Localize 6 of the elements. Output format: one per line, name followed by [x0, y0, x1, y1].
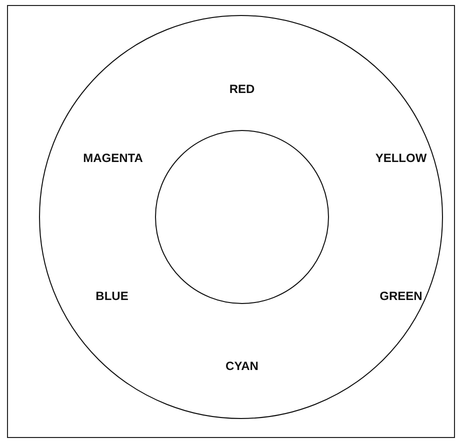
color-name: GREEN — [380, 288, 422, 305]
color-name: BLUE — [96, 288, 128, 305]
color-name: CYAN — [226, 358, 258, 375]
color-name: MAGENTA — [83, 150, 143, 167]
color-name: YELLOW — [375, 150, 427, 167]
color-name: RED — [229, 81, 255, 98]
